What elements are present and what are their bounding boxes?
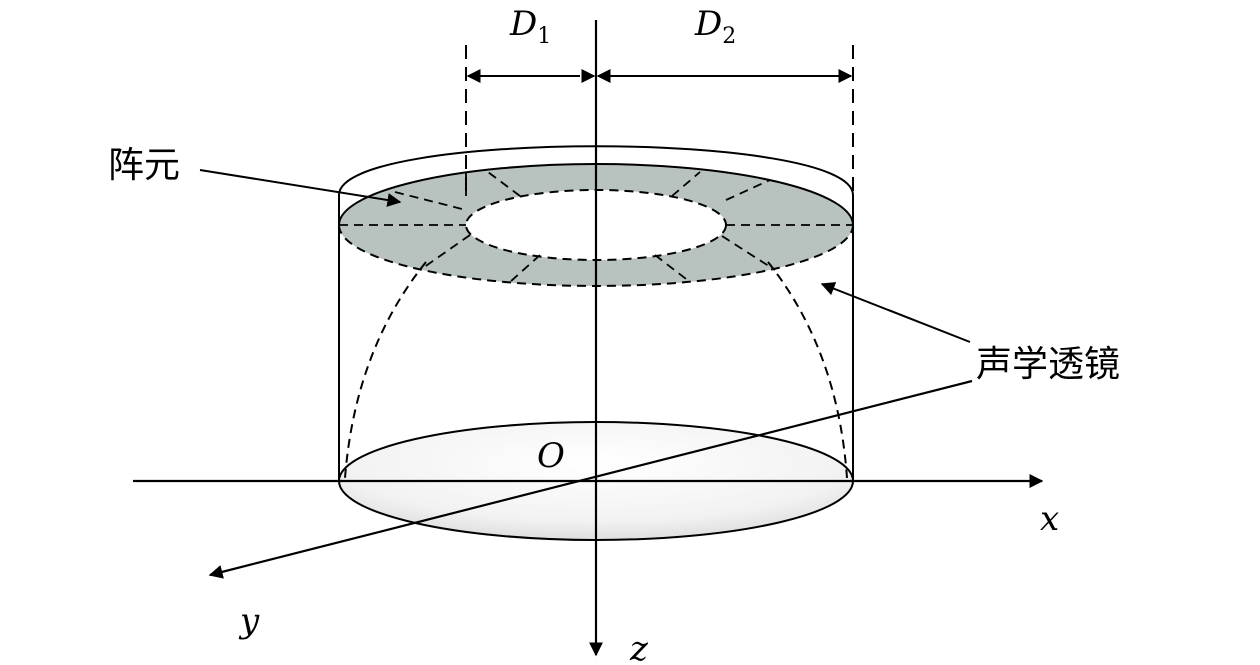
d1-label: D1 xyxy=(509,4,551,49)
array-element-ring xyxy=(339,163,853,287)
y-axis-label: y xyxy=(238,601,260,641)
acoustic-lens-pointer xyxy=(820,282,971,343)
d2-label: D2 xyxy=(694,4,736,49)
array-segment-lines xyxy=(339,170,853,283)
y-axis xyxy=(208,379,973,579)
acoustic-lens-right-arc xyxy=(767,261,848,479)
acoustic-lens-label: 声学透镜 xyxy=(976,344,1120,385)
array-element-label: 阵元 xyxy=(108,145,180,186)
origin-label: O xyxy=(537,436,565,476)
x-axis-label: x xyxy=(1040,499,1059,539)
acoustic-lens-left-arc xyxy=(344,261,427,479)
z-axis-label: z xyxy=(629,629,649,665)
array-element-pointer xyxy=(199,169,402,207)
